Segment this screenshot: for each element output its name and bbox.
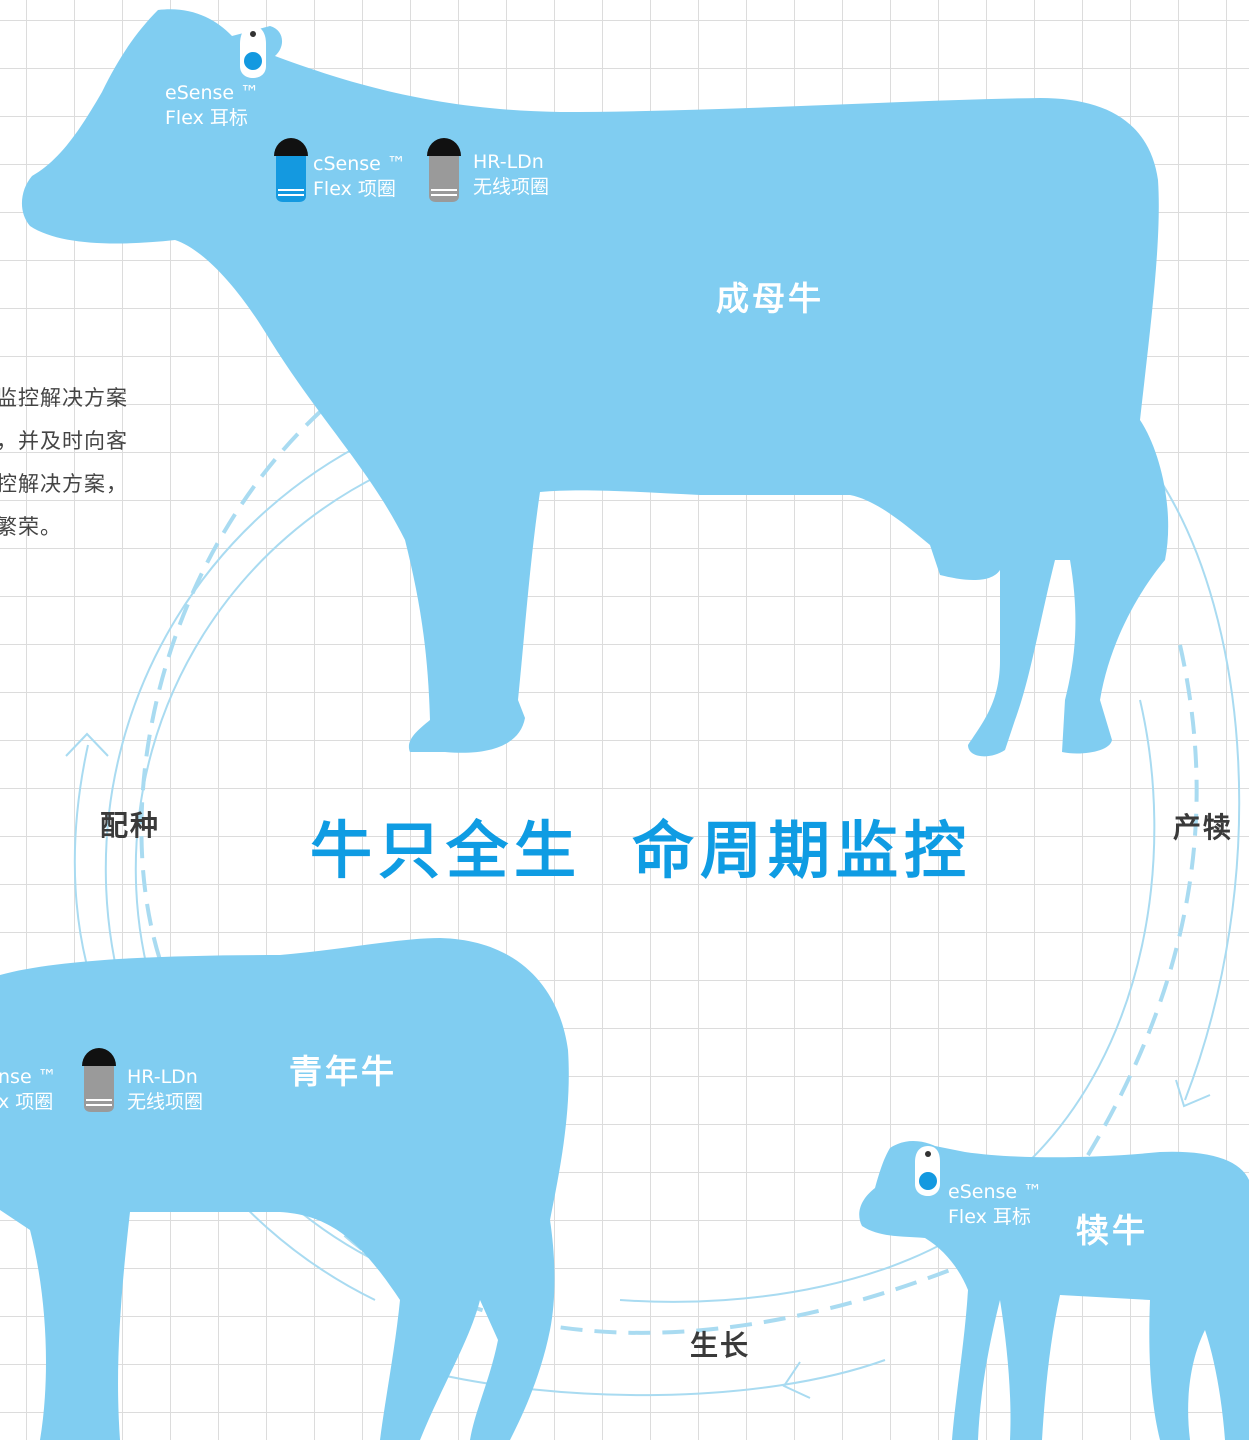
- adult-ear-tag-type: Flex 耳标: [165, 107, 248, 129]
- intro-line-4: 繁荣。: [0, 515, 62, 539]
- heifer-stage-label: 青年牛: [289, 1052, 397, 1091]
- adult-hr-type: 无线项圈: [473, 176, 550, 198]
- calf-ear-tag-type: Flex 耳标: [948, 1206, 1031, 1228]
- heifer-csense-name: nse ™: [0, 1066, 57, 1088]
- heifer-hr-collar-icon: [82, 1048, 116, 1112]
- bottom-arrowhead-icon: [782, 1361, 811, 1399]
- adult-csense-label: cSense ™ Flex 项圈: [313, 152, 406, 202]
- calf-stage-label: 犊牛: [1076, 1211, 1148, 1250]
- bottom-arrow-arc: [419, 1359, 886, 1397]
- adult-csense-collar-icon: [274, 138, 308, 202]
- right-inner-arc: [1019, 699, 1156, 1171]
- right-arrowhead-icon: [1175, 1079, 1211, 1108]
- heifer-csense-type: x 项圈: [0, 1091, 54, 1113]
- main-title-part2: 命周期监控: [632, 814, 973, 887]
- calf-ear-tag-name: eSense ™: [948, 1181, 1043, 1203]
- adult-hr-label: HR-LDn 无线项圈: [473, 150, 549, 200]
- calf-silhouette: [859, 1141, 1249, 1440]
- adult-cow-silhouette: [21, 9, 1169, 757]
- adult-csense-name: cSense ™: [313, 153, 406, 175]
- heifer-hr-label: HR-LDn 无线项圈: [127, 1065, 203, 1115]
- heifer-silhouette: [0, 938, 569, 1440]
- dashed-right-arc: [1083, 644, 1199, 1162]
- adult-csense-type: Flex 项圈: [313, 178, 396, 200]
- cycle-arrowheads: [65, 732, 1211, 1399]
- adult-cow-stage-label: 成母牛: [716, 279, 824, 318]
- intro-line-2: ，并及时向客: [0, 429, 128, 453]
- adult-ear-tag-label: eSense ™ Flex 耳标: [165, 81, 259, 131]
- heifer-hr-type: 无线项圈: [127, 1091, 204, 1113]
- heifer-csense-label: nse ™ x 项圈: [0, 1065, 57, 1115]
- heifer-hr-name: HR-LDn: [127, 1066, 198, 1088]
- left-arrowhead-icon: [65, 732, 109, 757]
- intro-line-3: 控解决方案，: [0, 472, 128, 496]
- intro-line-1: 监控解决方案: [0, 386, 128, 410]
- calving-label: 产犊: [1173, 811, 1234, 844]
- right-arrow-arc: [1159, 479, 1241, 1101]
- adult-hr-collar-icon: [427, 138, 461, 202]
- calf-ear-tag-icon: [915, 1146, 940, 1196]
- breeding-label: 配种: [100, 809, 161, 842]
- adult-hr-name: HR-LDn: [473, 151, 544, 173]
- adult-ear-tag-name: eSense ™: [165, 82, 260, 104]
- adult-ear-tag-icon: [240, 26, 266, 78]
- calf-ear-tag-label: eSense ™ Flex 耳标: [948, 1180, 1042, 1230]
- dashed-left-arc: [139, 408, 324, 961]
- main-title-part1: 牛只全生: [310, 814, 583, 887]
- growth-label: 生长: [690, 1329, 751, 1362]
